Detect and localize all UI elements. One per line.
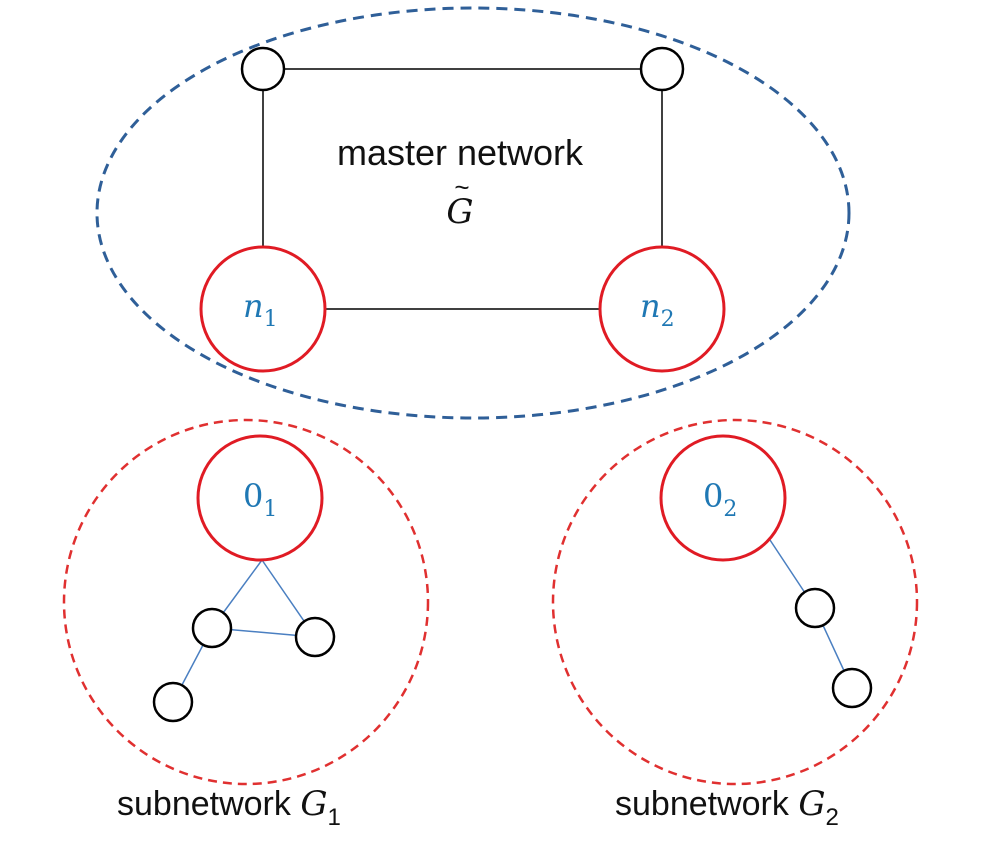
g1-node-b	[294, 616, 336, 658]
g2-root-label: 02	[703, 477, 737, 522]
g1-root-node	[196, 434, 324, 562]
subnetwork-g1-label: subnetwork G1	[117, 784, 341, 831]
gateway-node-n1	[199, 245, 327, 373]
master-network-boundary	[95, 6, 851, 420]
g1-root-label: 01	[243, 477, 277, 522]
node-n2-label: n2	[640, 287, 675, 332]
master-network-label: master network	[337, 132, 584, 173]
g2-root-node	[659, 434, 787, 562]
g2-node-b	[831, 667, 873, 709]
subnetwork-g1-boundary	[62, 418, 430, 786]
gateway-node-n2	[598, 245, 726, 373]
g2-node-a	[794, 587, 836, 629]
subnetwork-g2-boundary	[551, 418, 919, 786]
master-network-tilde: ~	[454, 172, 469, 202]
master-node-top-right	[639, 46, 685, 92]
node-n1-label: n1	[243, 287, 278, 332]
subnetwork-g2-label: subnetwork G2	[615, 784, 839, 831]
g1-node-a	[191, 607, 233, 649]
master-network-symbol: G	[446, 192, 473, 232]
master-node-top-left	[240, 46, 286, 92]
g1-node-c	[152, 681, 194, 723]
